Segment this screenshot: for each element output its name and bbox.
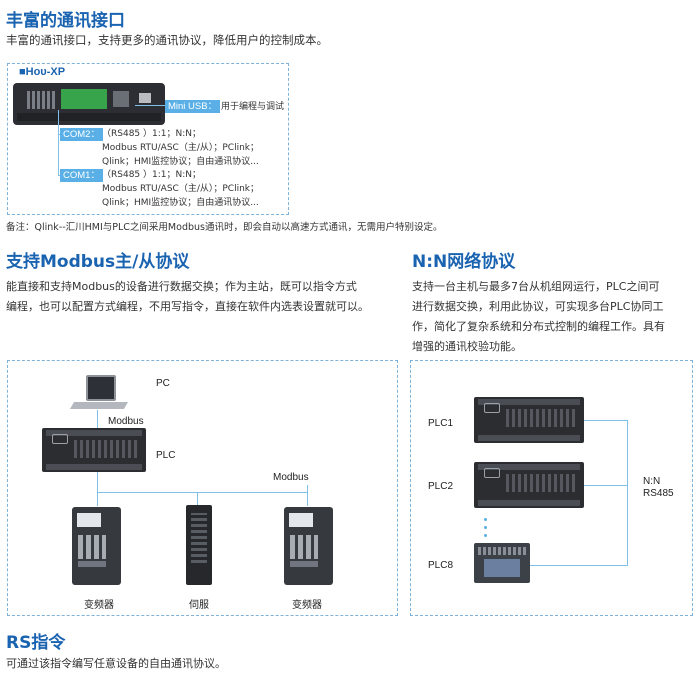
brand-label: ■Hᴏᴜ-XP	[19, 66, 66, 78]
modbus-label-1: Modbus	[108, 416, 144, 427]
com2-line-1: （RS485 ）1:1；N:N；	[102, 129, 201, 139]
pc-label: PC	[156, 378, 170, 389]
modbus-desc-line-2: 编程，也可以配置方式编程，不用写指令，直接在软件内选表设置就可以。	[6, 300, 369, 313]
nn-desc-line-4: 增强的通讯校验功能。	[412, 340, 522, 353]
nn-label: N:N	[643, 476, 661, 487]
mini-usb-desc: 用于编程与调试	[221, 102, 285, 112]
nn-desc-line-3: 作，简化了复杂系统和分布式控制的编程工作。具有	[412, 320, 665, 333]
plc2-label: PLC2	[428, 481, 454, 492]
rs-desc: 可通过该指令编写任意设备的自由通讯协议。	[6, 657, 226, 670]
section-title-nn: N:N网络协议	[412, 252, 516, 272]
rs485-label: RS485	[643, 488, 674, 499]
modbus-label-2: Modbus	[273, 472, 309, 483]
bus-drop-inverter-2	[307, 485, 308, 506]
laptop-base	[69, 402, 129, 409]
servo-image	[186, 505, 212, 585]
plc8-image	[474, 543, 530, 583]
inverter-1-label: 变频器	[84, 600, 114, 611]
section-title-modbus: 支持Modbus主/从协议	[6, 252, 190, 272]
modbus-bus-line	[97, 492, 308, 493]
modbus-desc-line-1: 能直接和支持Modbus的设备进行数据交换；作为主站，既可以指令方式	[6, 280, 357, 293]
inverter-1-image	[72, 507, 121, 585]
com2-line-2: Modbus RTU/ASC（主/从）；PClink；	[102, 143, 259, 153]
com2-tag: COM2：	[60, 128, 103, 141]
plc8-link-line	[530, 565, 628, 566]
laptop-icon	[86, 375, 116, 401]
com-connector-line	[58, 110, 59, 175]
ellipsis-dot	[484, 534, 487, 537]
comm-note: 备注：Qlink--汇川HMI与PLC之间采用Modbus通讯时，即会自动以高速…	[6, 222, 443, 233]
nn-diagram-panel	[410, 360, 693, 616]
nn-desc-line-1: 支持一台主机与最多7台从机组网运行，PLC之间可	[412, 280, 660, 293]
nn-desc-line-2: 进行数据交换，利用此协议，可实现多台PLC协同工	[412, 300, 664, 313]
mini-usb-tag: Mini USB：	[165, 100, 221, 113]
plc1-link-line	[584, 420, 628, 421]
pc-plc-line	[97, 410, 98, 430]
bus-drop-inverter-1	[97, 492, 98, 506]
plc-device-image	[42, 428, 146, 472]
mini-usb-connector-line	[135, 105, 165, 106]
ellipsis-dot	[484, 526, 487, 529]
inverter-2-image	[284, 507, 333, 585]
hmi-device-image	[13, 83, 165, 125]
nn-bus-line	[627, 420, 628, 566]
plc8-label: PLC8	[428, 560, 454, 571]
section-title-comm-ports: 丰富的通讯接口	[6, 11, 125, 31]
servo-label: 伺服	[189, 600, 209, 611]
com1-line-1: （RS485 ）1:1；N:N；	[102, 170, 201, 180]
section-desc-comm-ports: 丰富的通讯接口，支持更多的通讯协议，降低用户的控制成本。	[6, 33, 328, 47]
comm-ports-panel	[7, 63, 289, 215]
com1-line-3: Qlink；HMI监控协议；自由通讯协议...	[102, 198, 259, 208]
modbus-diagram-panel	[7, 360, 398, 616]
plc2-link-line	[584, 485, 628, 486]
plc1-label: PLC1	[428, 418, 454, 429]
plc1-image	[474, 397, 584, 443]
com1-line-2: Modbus RTU/ASC（主/从）；PClink；	[102, 184, 259, 194]
com1-tag: COM1：	[60, 169, 103, 182]
com2-line-3: Qlink；HMI监控协议；自由通讯协议...	[102, 157, 259, 167]
inverter-2-label: 变频器	[292, 600, 322, 611]
section-title-rs: RS指令	[6, 633, 66, 653]
plc2-image	[474, 462, 584, 508]
plc-label: PLC	[156, 450, 176, 461]
bus-drop-servo	[197, 492, 198, 506]
ellipsis-dot	[484, 518, 487, 521]
plc-bus-line	[97, 472, 98, 492]
